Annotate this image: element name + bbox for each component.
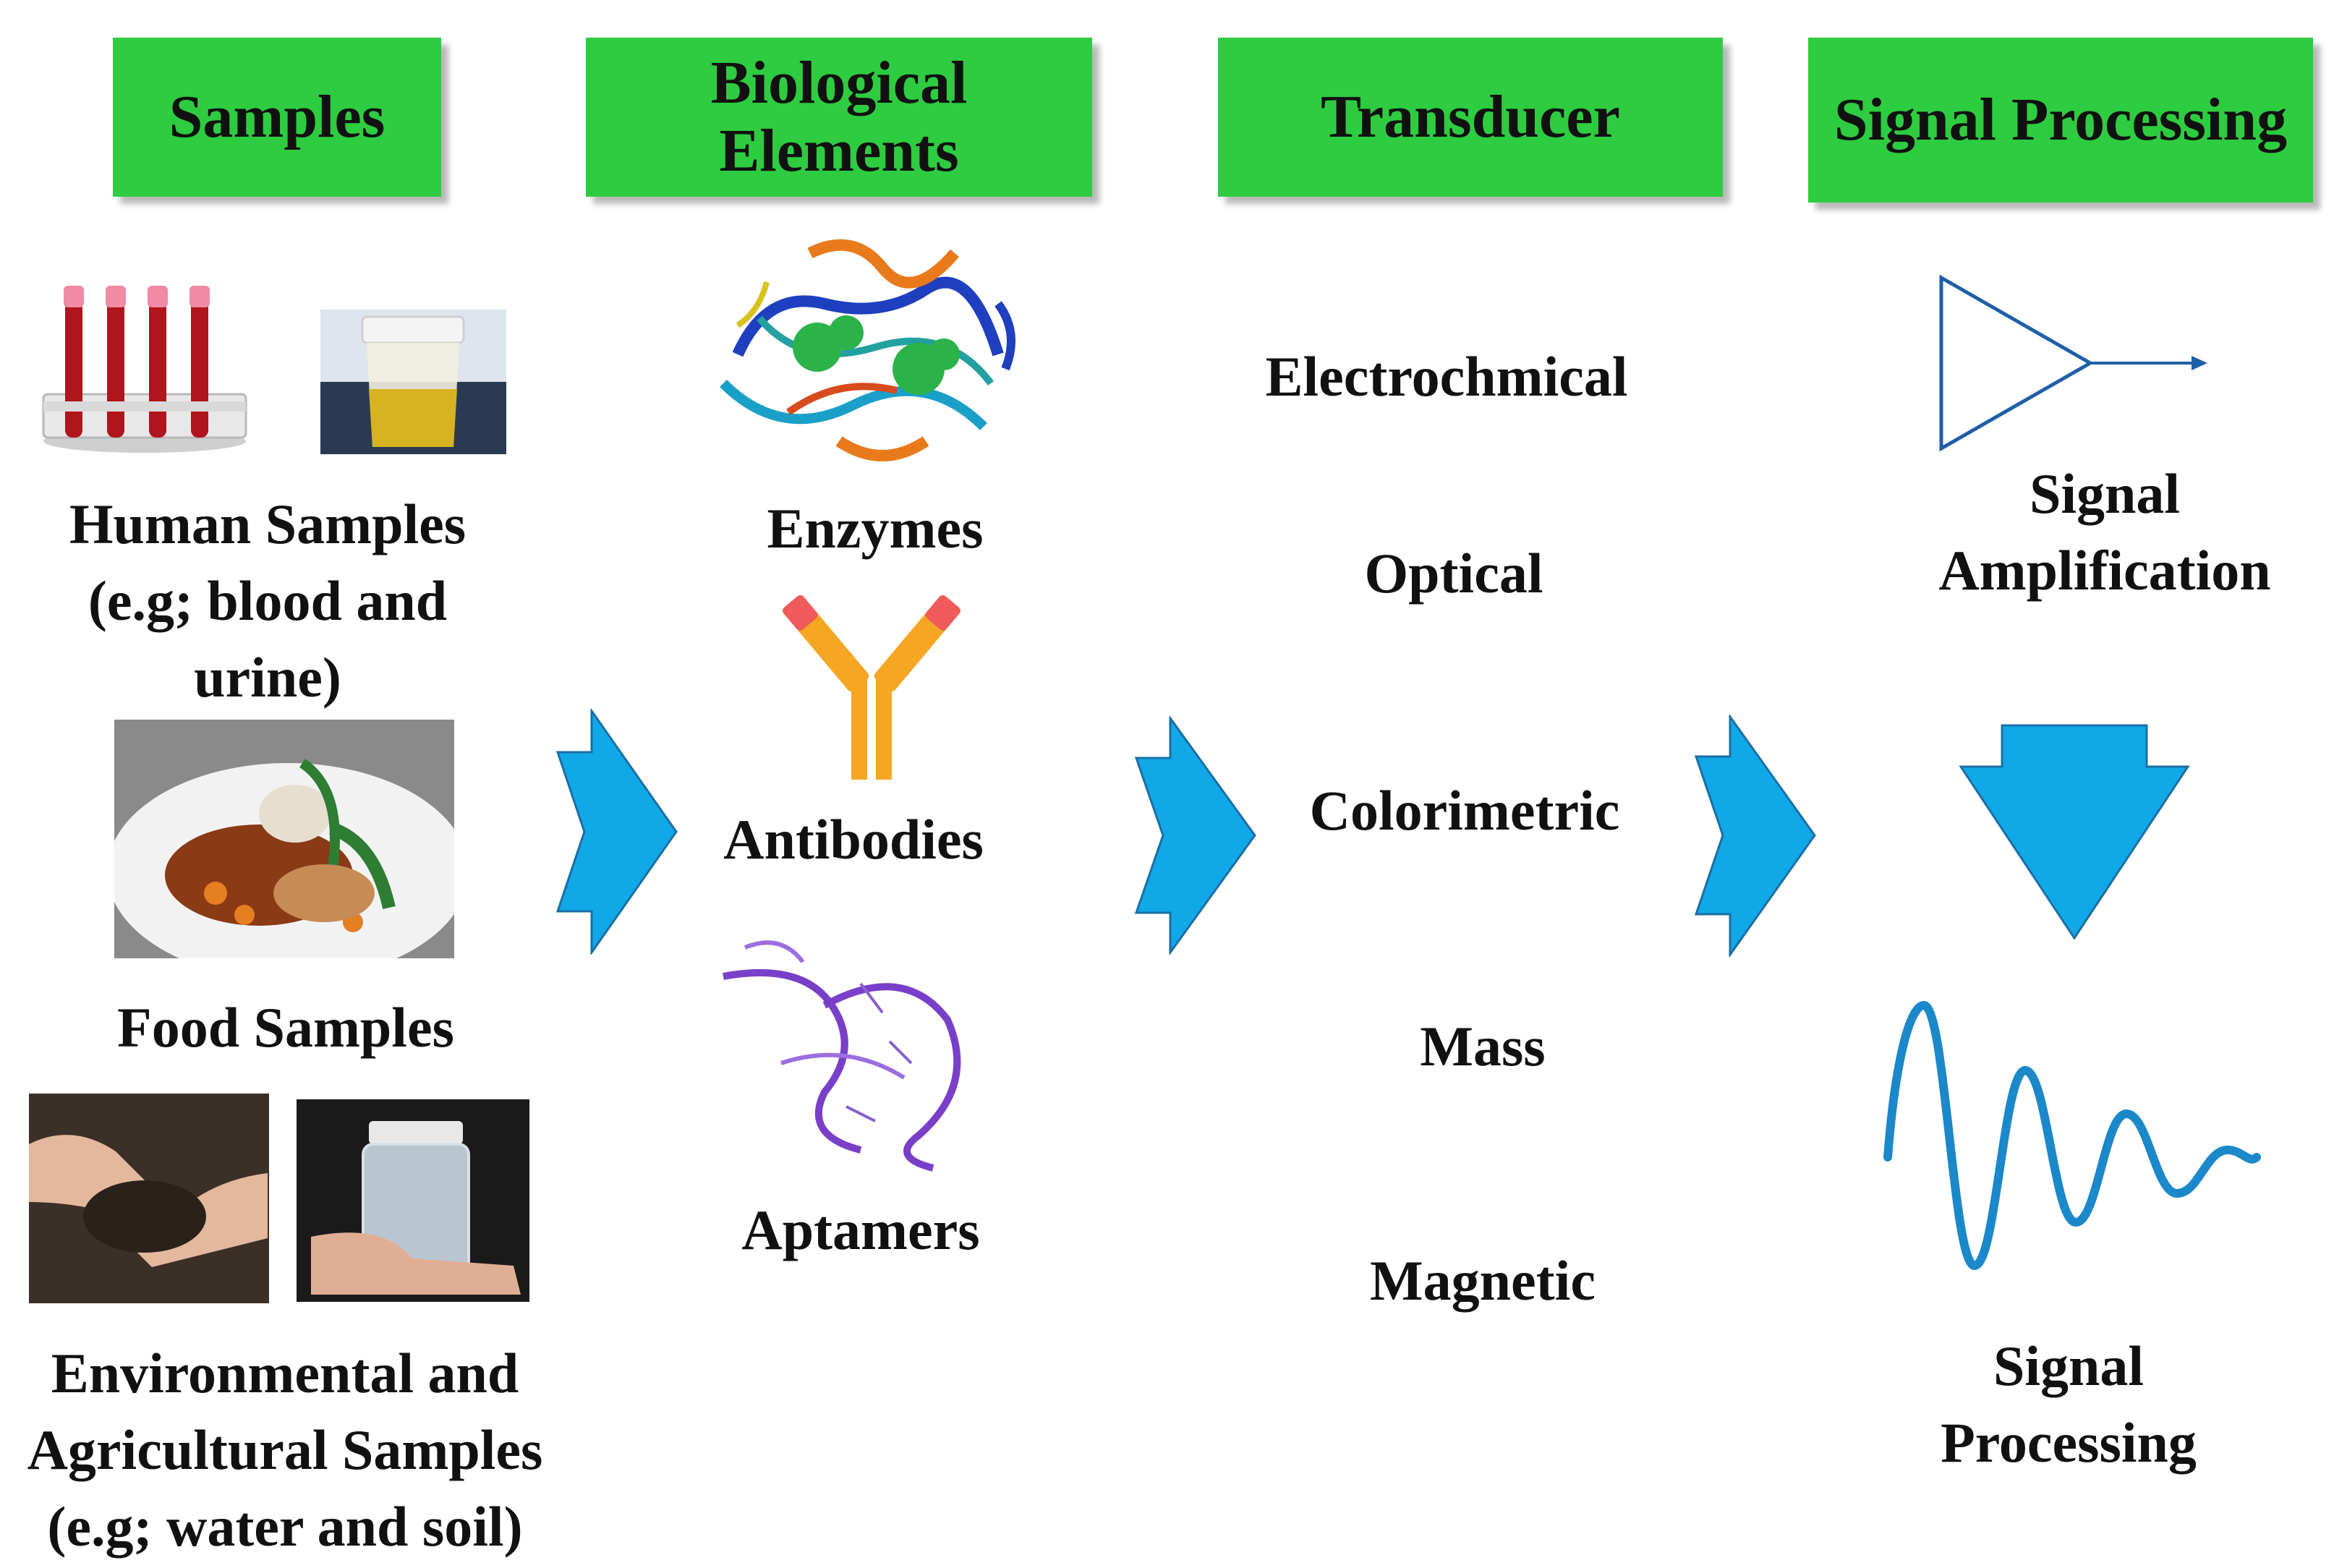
- food-samples-label: Food Samples: [117, 996, 454, 1059]
- arrow-right-icon: [1694, 715, 1816, 957]
- arrow-right-icon: [555, 709, 678, 955]
- enzymes-label: Enzymes: [767, 497, 984, 560]
- signal-amplification-label: Signal Amplification: [1938, 462, 2271, 602]
- food-plate-image: [114, 720, 454, 958]
- arrow-right-icon: [1134, 716, 1256, 955]
- mass-label: Mass: [1420, 1015, 1546, 1078]
- blood-tubes-image: [42, 286, 247, 453]
- enzyme-structure-image: [720, 239, 1015, 461]
- optical-label: Optical: [1364, 542, 1543, 605]
- header-samples: Samples: [113, 38, 441, 197]
- colorimetric-label: Colorimetric: [1309, 779, 1620, 842]
- electrochemical-label: Electrochmical: [1265, 345, 1628, 408]
- amplifier-icon: [1939, 275, 2207, 452]
- environmental-samples-label: Environmental and Agricultural Samples (…: [27, 1342, 543, 1559]
- urine-cup-image: [320, 310, 506, 454]
- arrow-down-icon: [1959, 724, 2190, 940]
- header-biological-elements: Biological Elements: [586, 38, 1092, 197]
- aptamers-label: Aptamers: [741, 1198, 980, 1261]
- magnetic-label: Magnetic: [1370, 1249, 1596, 1312]
- header-signal-processing: Signal Processing: [1808, 38, 2313, 203]
- antibody-icon: [783, 595, 961, 780]
- aptamer-structure-image: [723, 940, 961, 1172]
- human-samples-label: Human Samples (e.g; blood and urine): [69, 493, 467, 710]
- soil-hands-image: [29, 1094, 269, 1303]
- antibodies-label: Antibodies: [723, 808, 984, 871]
- header-transducer: Transducer: [1218, 38, 1723, 197]
- signal-processing-label: Signal Processing: [1941, 1334, 2197, 1475]
- water-jar-image: [297, 1099, 529, 1302]
- damped-wave-icon: [1883, 1000, 2261, 1271]
